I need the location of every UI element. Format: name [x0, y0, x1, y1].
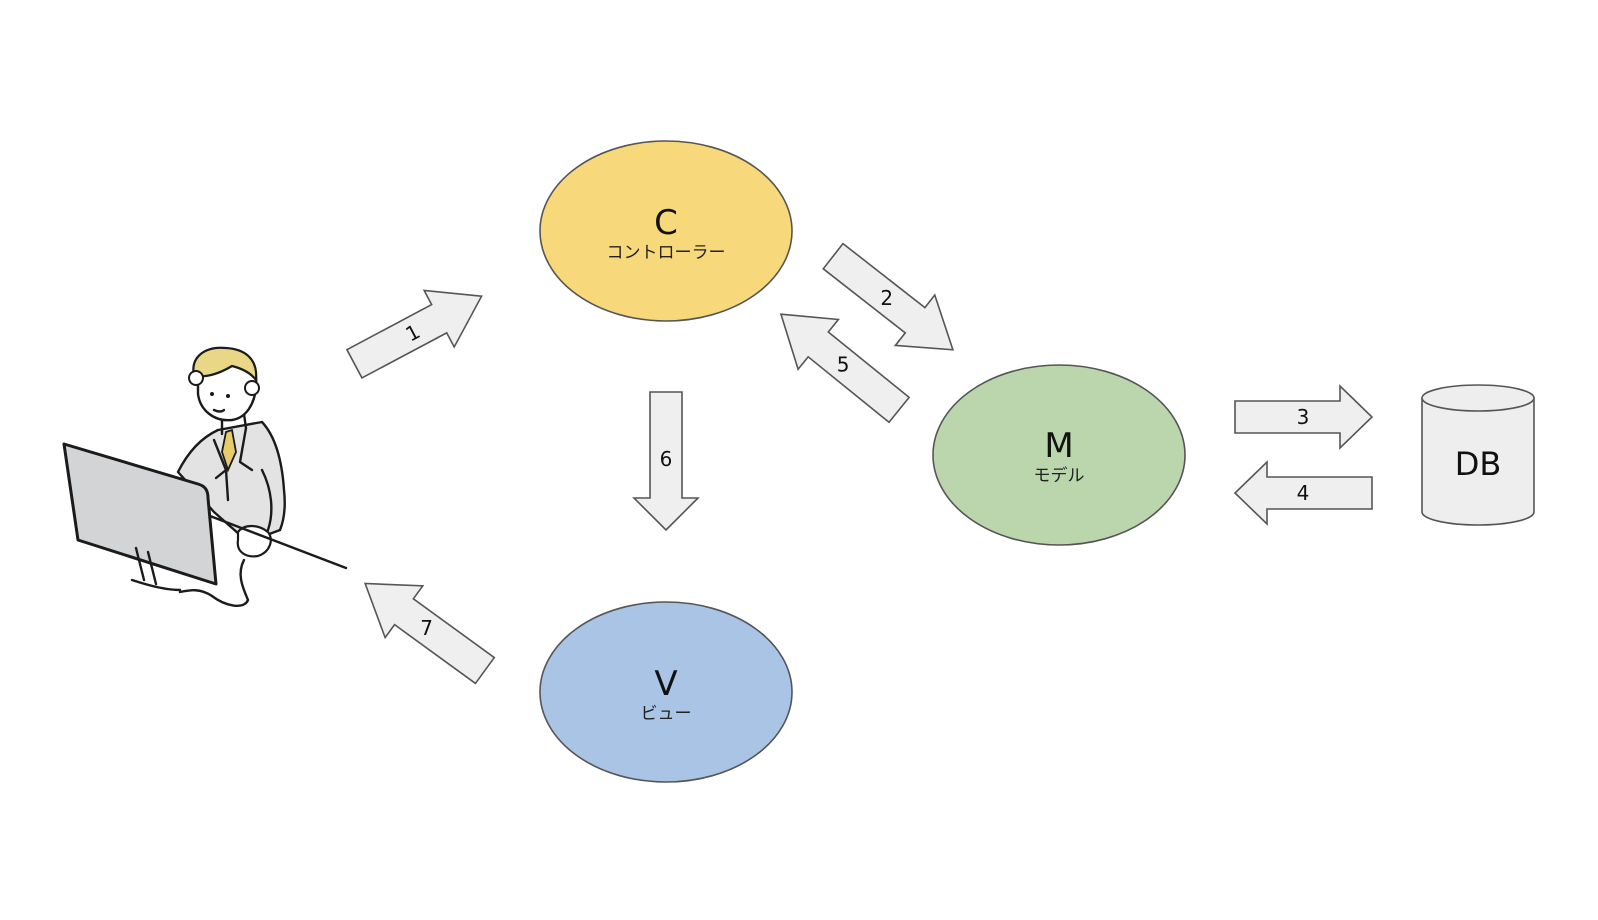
controller-subtitle: コントローラー [607, 243, 726, 263]
db-label: DB [1455, 445, 1502, 483]
db-top [1421, 384, 1535, 412]
arrow-4-label: 4 [1297, 481, 1310, 505]
user-hand [236, 524, 272, 558]
user-tie [221, 428, 237, 473]
model-ellipse [932, 364, 1186, 546]
arrow-3: 3 [1234, 384, 1374, 450]
controller-ellipse [539, 140, 793, 322]
arrow-7-label: 7 [420, 616, 433, 640]
controller-node: C コントローラー [539, 140, 793, 322]
model-subtitle: モデル [1034, 465, 1085, 486]
view-ellipse [539, 601, 793, 783]
view-letter: V [654, 664, 677, 704]
arrow-7: 7 [363, 582, 496, 685]
arrow-5: 5 [779, 313, 911, 424]
desk-edge [208, 514, 348, 570]
model-node: M モデル [932, 364, 1186, 546]
db-body [1421, 398, 1535, 526]
arrow-1: 1 [345, 289, 483, 380]
arrow-5-label: 5 [837, 353, 850, 377]
controller-letter: C [654, 203, 678, 243]
arrow-6: 6 [632, 391, 700, 532]
arrow-6-label: 6 [660, 447, 673, 471]
db-cylinder: DB [1421, 384, 1535, 526]
user-jacket [176, 420, 286, 544]
view-node: V ビュー [539, 601, 793, 783]
monitor-icon [62, 442, 218, 586]
arrow-4: 4 [1233, 460, 1373, 526]
arrow-2-label: 2 [880, 286, 893, 310]
view-subtitle: ビュー [641, 704, 692, 724]
arrow-2: 2 [822, 242, 955, 351]
arrow-3-label: 3 [1297, 405, 1310, 429]
model-letter: M [1044, 426, 1073, 466]
user-hair [192, 346, 258, 382]
user-at-computer-illustration [62, 346, 348, 607]
